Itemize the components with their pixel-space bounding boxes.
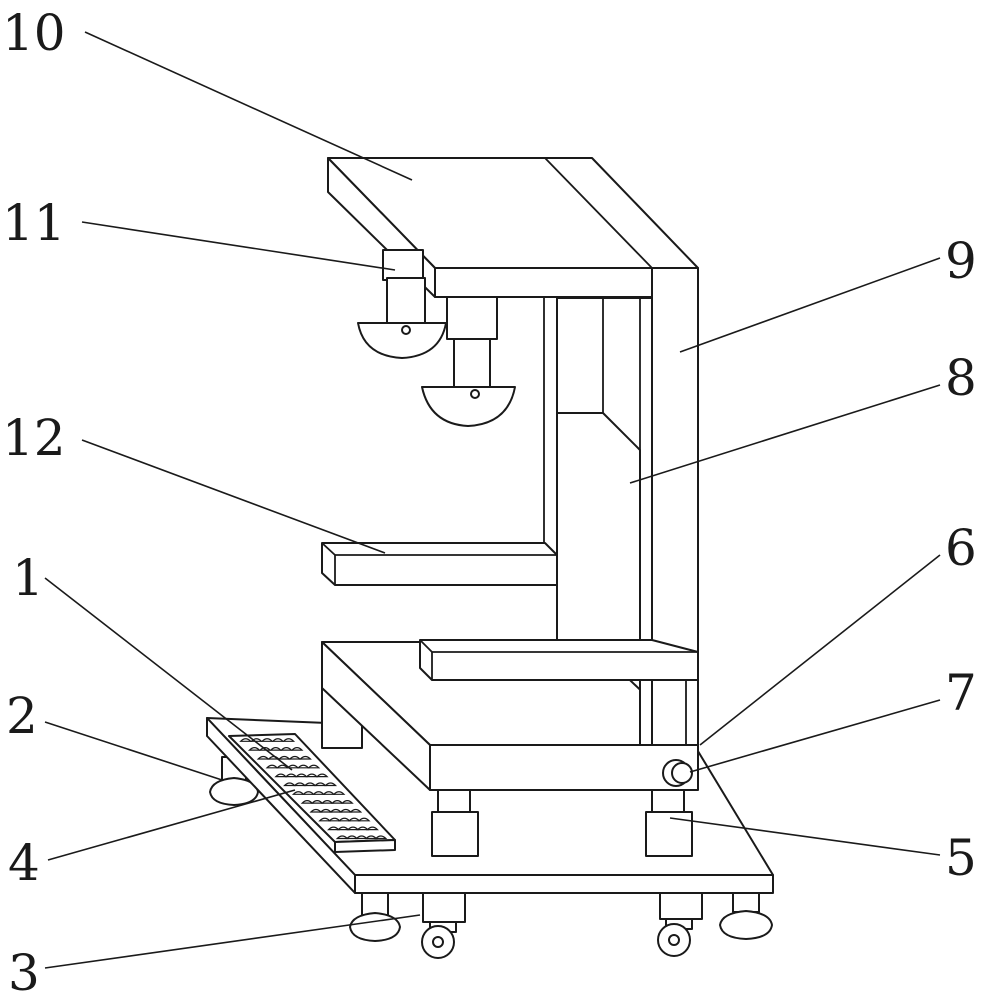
leader-11 (81, 221, 396, 271)
leader-1 (44, 577, 293, 771)
keypad-hole (366, 826, 379, 831)
callout-11: 11 (2, 194, 66, 252)
caster-wheel-front (421, 889, 466, 959)
callout-labels: 10 11 12 1 2 4 3 9 8 6 7 5 (2, 4, 977, 1000)
keypad-hole (315, 773, 329, 778)
keypad-hole (374, 835, 388, 840)
keypad-hole (332, 791, 346, 795)
tool-rest-arm (321, 542, 558, 586)
foot-pad-front-left (349, 892, 401, 942)
callout-12: 12 (2, 409, 66, 467)
keypad-hole (290, 747, 304, 751)
callout-6: 6 (945, 519, 977, 577)
leader-2 (44, 721, 223, 781)
keypad-panel (228, 733, 396, 853)
leader-7 (689, 699, 941, 773)
leader-12 (81, 439, 386, 554)
callout-10: 10 (2, 4, 66, 62)
keypad-hole (349, 808, 363, 813)
keypad-hole (324, 782, 337, 787)
leader-6 (699, 554, 941, 746)
leader-5 (669, 817, 941, 856)
adjust-knob (662, 759, 693, 787)
leader-lines (44, 31, 941, 969)
callout-8: 8 (945, 349, 977, 407)
spindle-left (357, 249, 447, 359)
callout-7: 7 (945, 664, 977, 722)
callout-4: 4 (8, 834, 40, 892)
callout-9: 9 (945, 232, 977, 290)
platform-bar (419, 639, 699, 681)
callout-1: 1 (12, 549, 44, 607)
keypad-hole (357, 817, 371, 822)
callout-3: 3 (8, 944, 40, 1000)
foot-pad-rear-right (719, 889, 773, 940)
caster-wheel-rear (657, 886, 703, 957)
spindle-right (421, 296, 516, 427)
lower-column-left (431, 787, 479, 857)
leader-10 (84, 31, 413, 181)
leader-8 (629, 384, 941, 484)
keypad-hole (282, 738, 296, 742)
keypad-hole (340, 800, 354, 804)
keypad-hole (307, 764, 321, 769)
callout-5: 5 (945, 829, 977, 887)
leader-3 (44, 914, 421, 969)
slider-block (543, 297, 653, 643)
leader-9 (679, 257, 941, 353)
callout-2: 2 (6, 687, 38, 745)
keypad-hole (298, 755, 312, 760)
leader-4 (47, 789, 296, 861)
